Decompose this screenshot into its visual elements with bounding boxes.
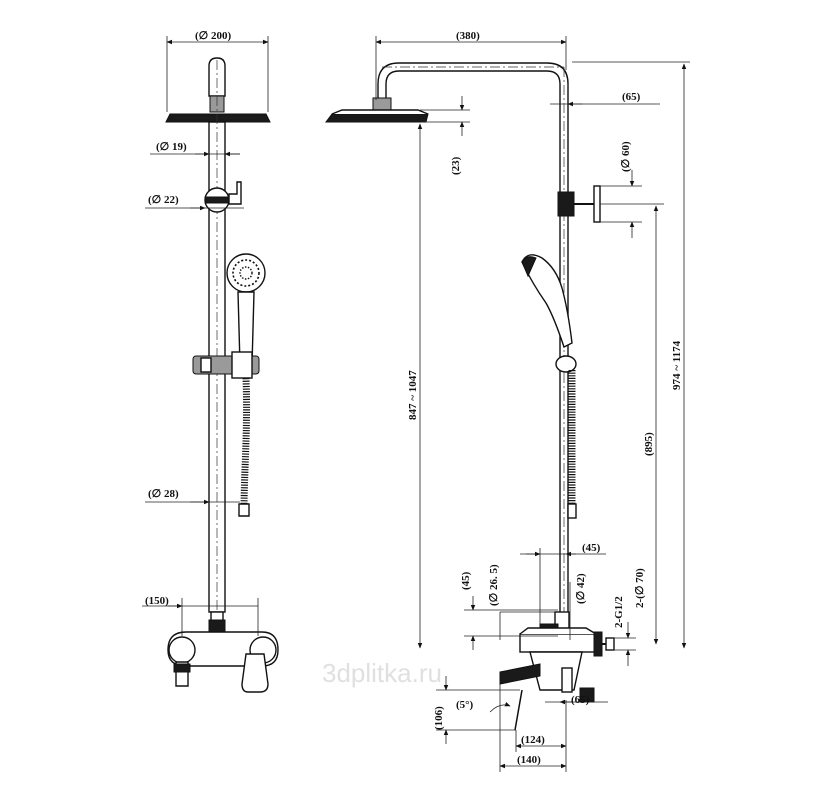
side-spout-reach-inner-label: (124): [521, 734, 545, 746]
side-total-height-range-label: 974 ~ 1174: [671, 340, 683, 390]
side-holder-height-label: (895): [643, 432, 655, 456]
side-pipe-diameter-label: (∅ 26. 5): [488, 564, 500, 606]
front-slide-holder: [192, 351, 260, 379]
side-inlet-thread-label: 2-G1/2: [613, 596, 625, 628]
side-flange-diameter-label: (∅ 60): [620, 141, 632, 172]
side-spout-reach-outer-label: (140): [517, 754, 541, 766]
front-mixer: [167, 611, 279, 693]
side-arm-length-label: (380): [456, 30, 480, 42]
front-pipe-top-diameter-label: (∅ 19): [156, 141, 187, 153]
side-base-offset-label: (65): [571, 694, 590, 706]
side-shower-arm: [377, 62, 569, 619]
front-upper-holder: [204, 181, 242, 213]
front-hand-shower: [226, 253, 266, 366]
side-shower-head: [325, 97, 429, 123]
side-view: (380) (65) (23) (∅ 60) 847 ~ 1047 974 ~ …: [325, 30, 690, 772]
front-mixer-width-label: (150): [145, 595, 169, 607]
side-escutcheon-diameter-label: 2-(∅ 70): [634, 568, 646, 608]
side-spout-angle-label: (5°): [456, 699, 474, 711]
side-wall-offset-label: (65): [622, 91, 641, 103]
side-mixer-diameter-label: (∅ 42): [575, 573, 587, 604]
front-head-diameter-label: (∅ 200): [195, 30, 231, 42]
watermark-text: 3dplitka.ru: [322, 658, 442, 688]
side-mixer-depth-label: (45): [582, 542, 601, 554]
front-view: (∅ 200) (∅ 19) (∅ 22) (∅ 28) (150): [142, 30, 279, 693]
front-pipe-bottom-diameter-label: (∅ 28): [148, 488, 179, 500]
side-hand-shower: [521, 254, 577, 373]
front-shower-head: [165, 57, 271, 123]
side-head-thickness-label: (23): [450, 156, 462, 175]
front-hose: [240, 377, 251, 513]
side-head-height-range-label: 847 ~ 1047: [407, 370, 419, 420]
side-spout-height-label: (45): [460, 571, 472, 590]
side-spout-drop-label: (106): [433, 706, 445, 730]
side-mixer: [499, 611, 615, 731]
front-holder-diameter-label: (∅ 22): [148, 194, 179, 206]
